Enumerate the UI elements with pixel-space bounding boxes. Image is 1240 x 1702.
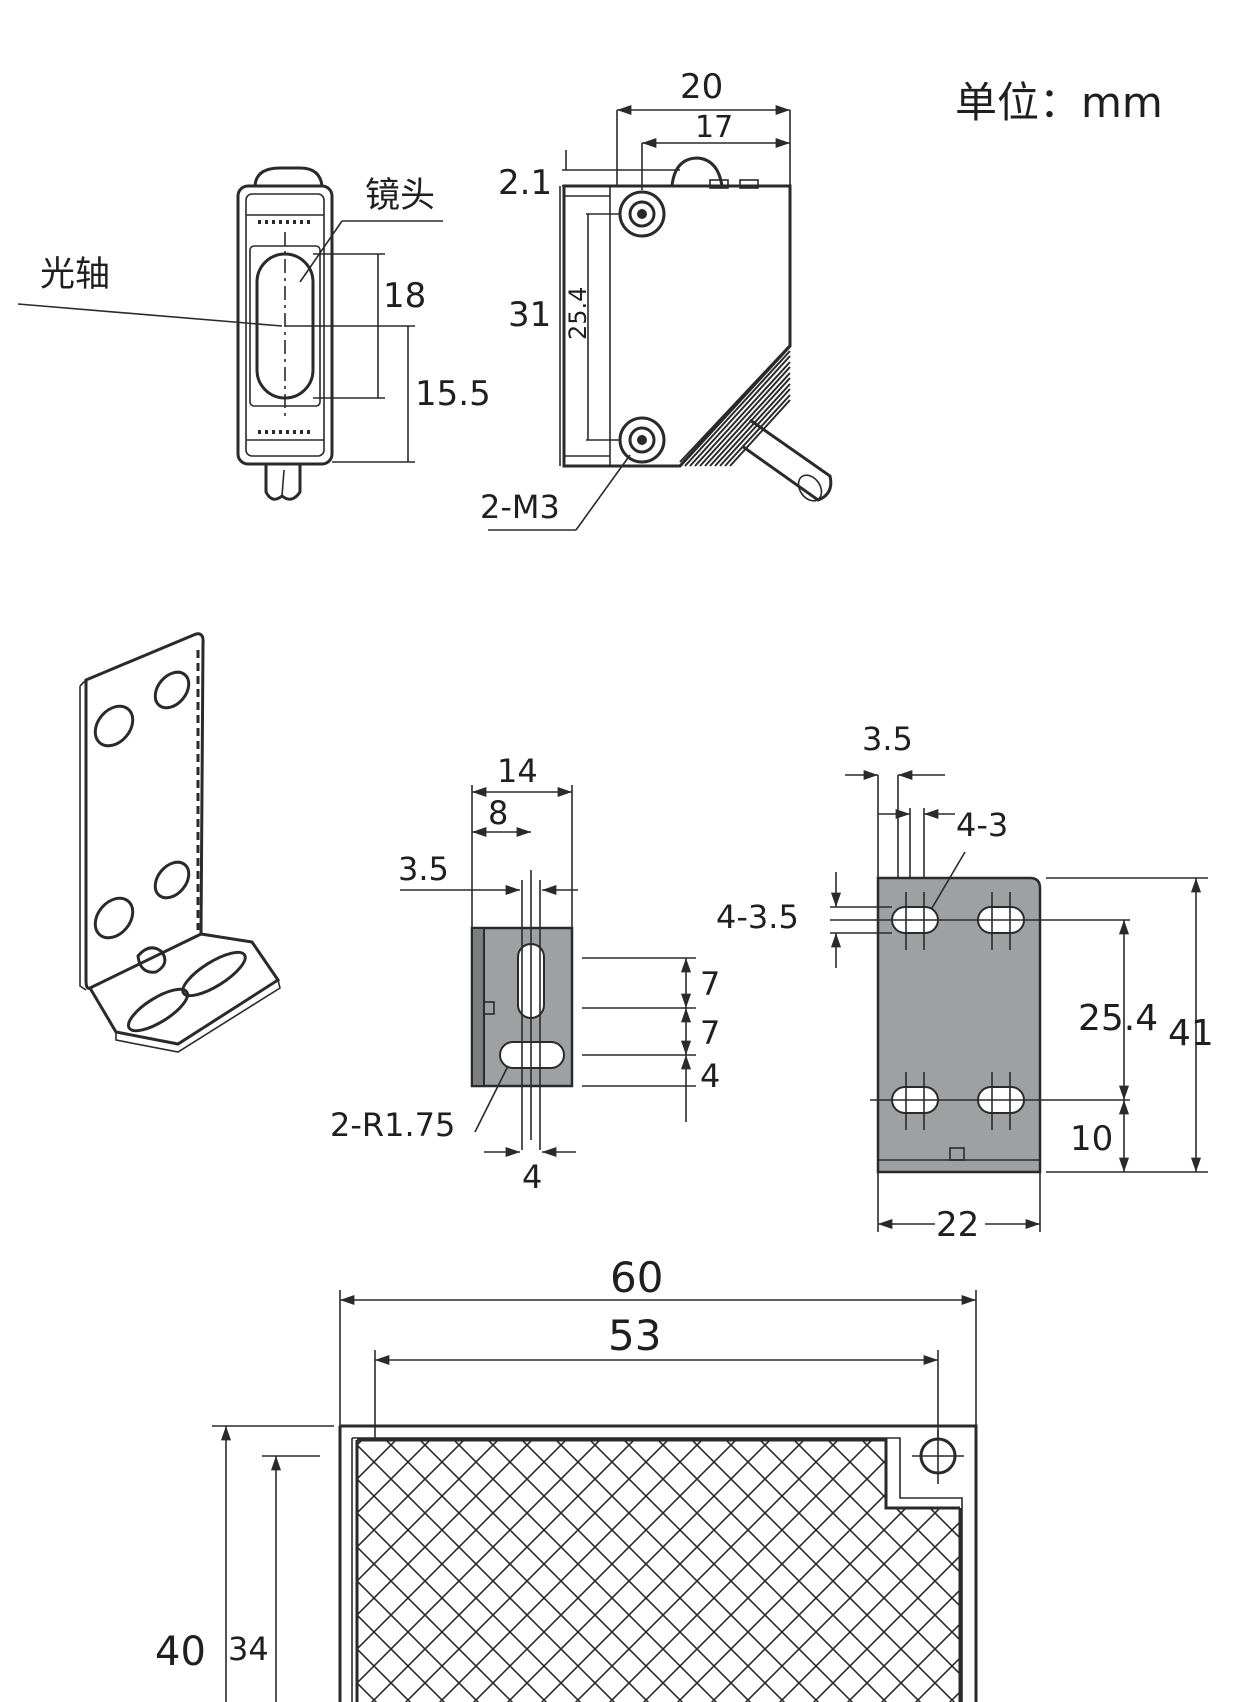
callout-hole: 4-3 — [956, 806, 1008, 844]
dim-large-slot-w: 3.5 — [862, 720, 913, 758]
callout-lens: 镜头 — [365, 176, 435, 216]
dim-side-height: 31 — [508, 295, 551, 335]
dim-small-v2: 7 — [700, 1014, 720, 1052]
screw-top — [618, 190, 666, 238]
dim-small-width: 14 — [497, 752, 538, 790]
dim-reflector-outer-h: 40 — [155, 1629, 206, 1675]
dim-small-slot: 3.5 — [398, 850, 449, 888]
reflector-lattice — [357, 1440, 960, 1702]
dim-small-v1: 7 — [700, 965, 720, 1003]
callout-slot: 4-3.5 — [716, 898, 799, 936]
dim-hole-offset: 17 — [695, 110, 733, 145]
dim-hole-pitch: 25.4 — [564, 287, 592, 340]
dim-small-v3: 4 — [700, 1057, 720, 1095]
callout-radius: 2-R1.75 — [330, 1106, 455, 1144]
dim-small-center: 8 — [488, 794, 508, 832]
dim-large-height: 41 — [1168, 1013, 1214, 1054]
dim-reflector-outer-w: 60 — [610, 1253, 663, 1302]
dim-lens-height: 18 — [383, 276, 426, 316]
screw-bottom — [618, 416, 666, 464]
sensor-side-view: 20 17 2.1 31 25.4 2-M3 — [480, 67, 833, 531]
dim-top-offset: 2.1 — [498, 163, 552, 203]
bracket-large-view: 3.5 4-3 4-3.5 41 25.4 10 22 — [716, 720, 1214, 1245]
dim-large-width: 22 — [936, 1205, 979, 1245]
hatch-cable-end — [679, 344, 791, 467]
slot-horizontal — [499, 1041, 565, 1069]
unit-label: 单位：mm — [955, 78, 1163, 127]
dim-large-bottom: 10 — [1070, 1119, 1113, 1159]
callout-axis: 光轴 — [40, 255, 110, 295]
dim-axis-height: 15.5 — [415, 374, 491, 414]
dim-reflector-inner-w: 53 — [608, 1311, 661, 1360]
callout-thread: 2-M3 — [480, 488, 560, 526]
dim-reflector-inner-h: 34 — [228, 1630, 269, 1668]
dim-small-bottom: 4 — [522, 1158, 542, 1196]
dim-large-pitch: 25.4 — [1078, 998, 1158, 1039]
sensor-front-view: 镜头 光轴 18 15.5 — [17, 166, 491, 501]
bracket-isometric — [79, 632, 281, 1053]
dim-side-width: 20 — [680, 67, 723, 107]
reflector-view: 60 53 40 34 — [155, 1253, 978, 1702]
bracket-small-view: 14 8 3.5 7 7 4 2-R1.75 4 — [330, 752, 720, 1196]
